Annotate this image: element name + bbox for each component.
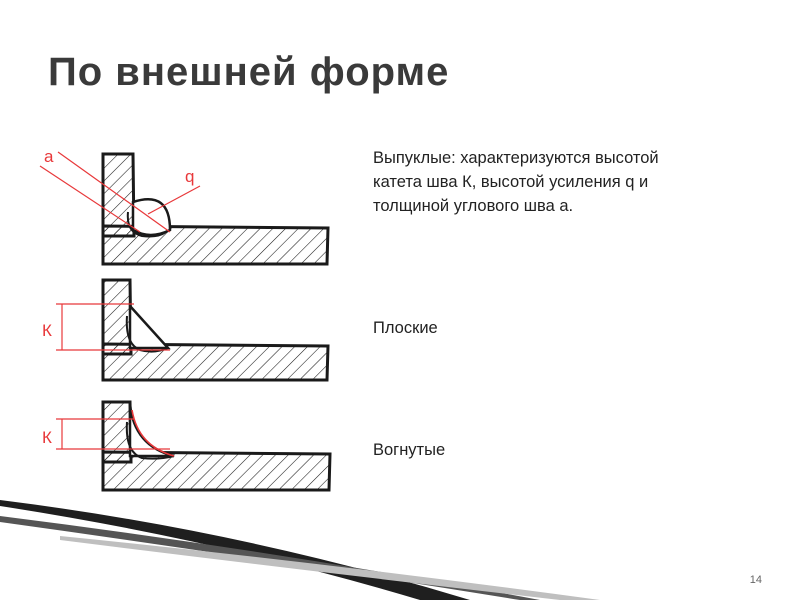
concave-highlight	[131, 409, 175, 457]
label-reinforcement: q	[185, 167, 194, 186]
throat-line-2	[57, 151, 171, 233]
horizontal-plate	[101, 342, 330, 382]
page-title: По внешней форме	[48, 50, 450, 94]
concave-weld-figure: К	[42, 400, 332, 492]
convex-description: Выпуклые: характеризуются высотой катета…	[373, 149, 659, 215]
convex-weld-figure: a q	[39, 147, 330, 266]
flat-description: Плоские	[373, 319, 438, 337]
label-throat: a	[44, 147, 54, 166]
weld-bead	[128, 403, 175, 458]
weld-root	[126, 211, 167, 238]
label-leg-flat: К	[42, 321, 52, 340]
reinforcement-line	[147, 185, 201, 215]
bottom-swoosh-decoration	[0, 500, 600, 600]
concave-description: Вогнутые	[373, 441, 446, 459]
flat-weld-figure: К	[42, 278, 330, 382]
weld-diagram: a q К К	[39, 147, 332, 492]
throat-line	[39, 165, 141, 233]
horizontal-plate	[101, 450, 332, 492]
page-number: 14	[749, 574, 762, 586]
weld-root	[125, 421, 175, 460]
label-leg-concave: К	[42, 428, 52, 447]
weld-bead	[128, 302, 171, 350]
